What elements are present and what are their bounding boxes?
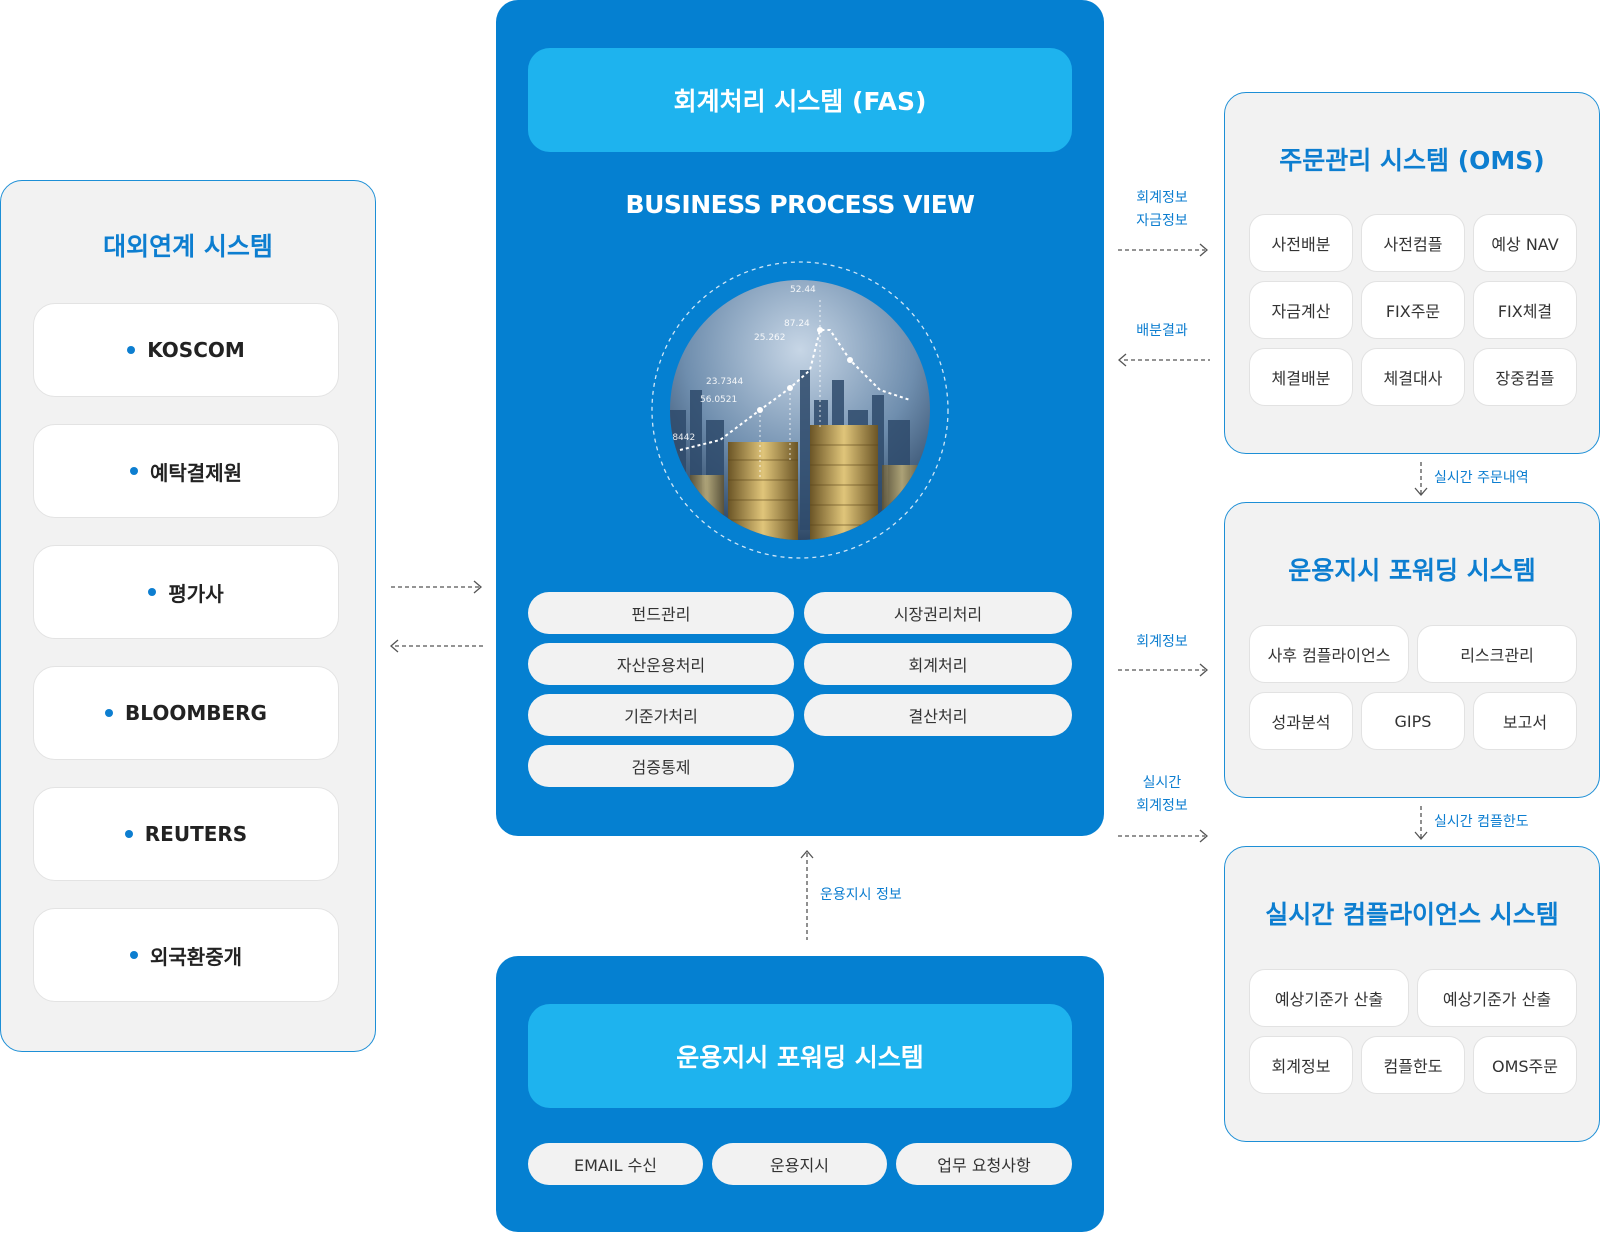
external-item-koscom[interactable]: KOSCOM	[33, 303, 339, 397]
external-systems-title: 대외연계 시스템	[103, 232, 273, 261]
compliance-item[interactable]: 예상기준가 산출	[1417, 969, 1577, 1027]
forwarding-right-panel: 운용지시 포워딩 시스템 사후 컴플라이언스 리스크관리 성과분석 GIPS 보…	[1224, 502, 1600, 798]
bullet-icon	[105, 709, 114, 717]
business-process-view-heading: BUSINESS PROCESS VIEW	[625, 190, 975, 219]
chart-figure-4: 23.7344	[706, 377, 743, 387]
chart-figure-3: 25.262	[754, 333, 786, 343]
bullet-icon	[148, 588, 157, 596]
flow-label-forwarding-to-fas: 운용지시 정보	[820, 887, 902, 903]
forwarding-right-title: 운용지시 포워딩 시스템	[1288, 556, 1536, 585]
flow-label-forwarding-to-compliance: 실시간 컴플한도	[1434, 814, 1529, 830]
forwarding-center-panel: 운용지시 포워딩 시스템 EMAIL 수신 운용지시 업무 요청사항	[496, 956, 1104, 1232]
external-item-label: KOSCOM	[147, 338, 245, 362]
oms-item[interactable]: FIX체결	[1473, 281, 1577, 339]
forwarding-right-item[interactable]: 리스크관리	[1417, 625, 1577, 683]
compliance-title: 실시간 컴플라이언스 시스템	[1265, 900, 1559, 929]
forwarding-right-item[interactable]: 사후 컴플라이언스	[1249, 625, 1409, 683]
arrowhead-down-icon	[1414, 831, 1428, 840]
compliance-panel: 실시간 컴플라이언스 시스템 예상기준가 산출 예상기준가 산출 회계정보 컴플…	[1224, 846, 1600, 1142]
oms-item[interactable]: 예상 NAV	[1473, 214, 1577, 272]
flow-label-from-oms: 배분결과	[1136, 323, 1188, 339]
bullet-icon	[130, 951, 138, 959]
external-item-fx-broker[interactable]: 외국환중개	[33, 908, 339, 1002]
chart-figure-2: 87.24	[784, 319, 810, 329]
fas-panel: 회계처리 시스템 (FAS) BUSINESS PROCESS VIEW	[496, 0, 1104, 836]
flow-label-to-forwarding: 회계정보	[1136, 634, 1188, 650]
forwarding-center-title-banner: 운용지시 포워딩 시스템	[528, 1004, 1072, 1108]
forwarding-right-item[interactable]: 성과분석	[1249, 692, 1353, 750]
chart-figure-5: 56.0521	[700, 395, 737, 405]
arrowhead-left-icon	[1118, 353, 1127, 367]
chart-figure-1: 52.44	[790, 285, 816, 295]
external-item-label: 평가사	[168, 581, 224, 606]
forwarding-item-instruction[interactable]: 운용지시	[712, 1143, 887, 1185]
bullet-icon	[130, 467, 138, 475]
external-systems-panel: 대외연계 시스템 KOSCOM 예탁결제원 평가사 BLOOMBERG REUT…	[0, 180, 376, 1052]
flow-label-line: 실시간	[1142, 775, 1182, 791]
external-item-rating[interactable]: 평가사	[33, 545, 339, 639]
forwarding-item-email[interactable]: EMAIL 수신	[528, 1143, 703, 1185]
external-item-label: 외국환중개	[150, 944, 242, 969]
oms-item[interactable]: 사전컴플	[1361, 214, 1465, 272]
external-item-label: BLOOMBERG	[125, 701, 267, 725]
oms-item[interactable]: 장중컴플	[1473, 348, 1577, 406]
external-item-label: REUTERS	[144, 822, 248, 846]
oms-item[interactable]: 체결배분	[1249, 348, 1353, 406]
fas-function-nav[interactable]: 기준가처리	[528, 694, 794, 736]
external-item-bloomberg[interactable]: BLOOMBERG	[33, 666, 339, 760]
flow-label-line: 회계정보	[1136, 798, 1188, 814]
fas-function-market-rights[interactable]: 시장권리처리	[804, 592, 1072, 634]
forwarding-right-item[interactable]: GIPS	[1361, 692, 1465, 750]
fas-function-fund-management[interactable]: 펀드관리	[528, 592, 794, 634]
bullet-icon	[127, 346, 136, 354]
oms-item[interactable]: 사전배분	[1249, 214, 1353, 272]
arrowhead-right-icon	[1199, 829, 1208, 843]
flow-label-to-oms: 회계정보 자금정보	[1119, 187, 1205, 233]
fas-function-validation[interactable]: 검증통제	[528, 745, 794, 787]
arrowhead-right-icon	[1199, 243, 1208, 257]
bullet-icon	[124, 830, 133, 838]
compliance-item[interactable]: 예상기준가 산출	[1249, 969, 1409, 1027]
arrowhead-right-icon	[1199, 663, 1208, 677]
external-item-reuters[interactable]: REUTERS	[33, 787, 339, 881]
external-item-ksd[interactable]: 예탁결제원	[33, 424, 339, 518]
fas-function-asset-management[interactable]: 자산운용처리	[528, 643, 794, 685]
forwarding-item-request[interactable]: 업무 요청사항	[896, 1143, 1072, 1185]
flow-label-line: 회계정보	[1136, 190, 1188, 206]
flow-label-line: 자금정보	[1136, 213, 1188, 229]
arrowhead-up-icon	[800, 850, 814, 859]
fas-function-settlement[interactable]: 결산처리	[804, 694, 1072, 736]
fas-title-banner: 회계처리 시스템 (FAS)	[528, 48, 1072, 152]
oms-panel: 주문관리 시스템 (OMS) 사전배분 사전컴플 예상 NAV 자금계산 FIX…	[1224, 92, 1600, 454]
fas-function-accounting[interactable]: 회계처리	[804, 643, 1072, 685]
compliance-item[interactable]: OMS주문	[1473, 1036, 1577, 1094]
oms-title: 주문관리 시스템 (OMS)	[1279, 146, 1545, 175]
compliance-item[interactable]: 회계정보	[1249, 1036, 1353, 1094]
oms-item[interactable]: 자금계산	[1249, 281, 1353, 339]
external-item-label: 예탁결제원	[150, 460, 242, 485]
forwarding-right-item[interactable]: 보고서	[1473, 692, 1577, 750]
oms-item[interactable]: FIX주문	[1361, 281, 1465, 339]
arrowhead-down-icon	[1414, 487, 1428, 496]
compliance-item[interactable]: 컴플한도	[1361, 1036, 1465, 1094]
chart-figure-6: 50.8442	[658, 433, 695, 443]
oms-item[interactable]: 체결대사	[1361, 348, 1465, 406]
finance-illustration: 52.44 87.24 25.262 23.7344 56.0521 50.84…	[651, 261, 949, 559]
flow-label-oms-to-forwarding: 실시간 주문내역	[1434, 470, 1529, 486]
arrowhead-left-icon	[390, 639, 399, 653]
flow-label-to-compliance: 실시간 회계정보	[1119, 772, 1205, 818]
arrowhead-right-icon	[473, 580, 482, 594]
